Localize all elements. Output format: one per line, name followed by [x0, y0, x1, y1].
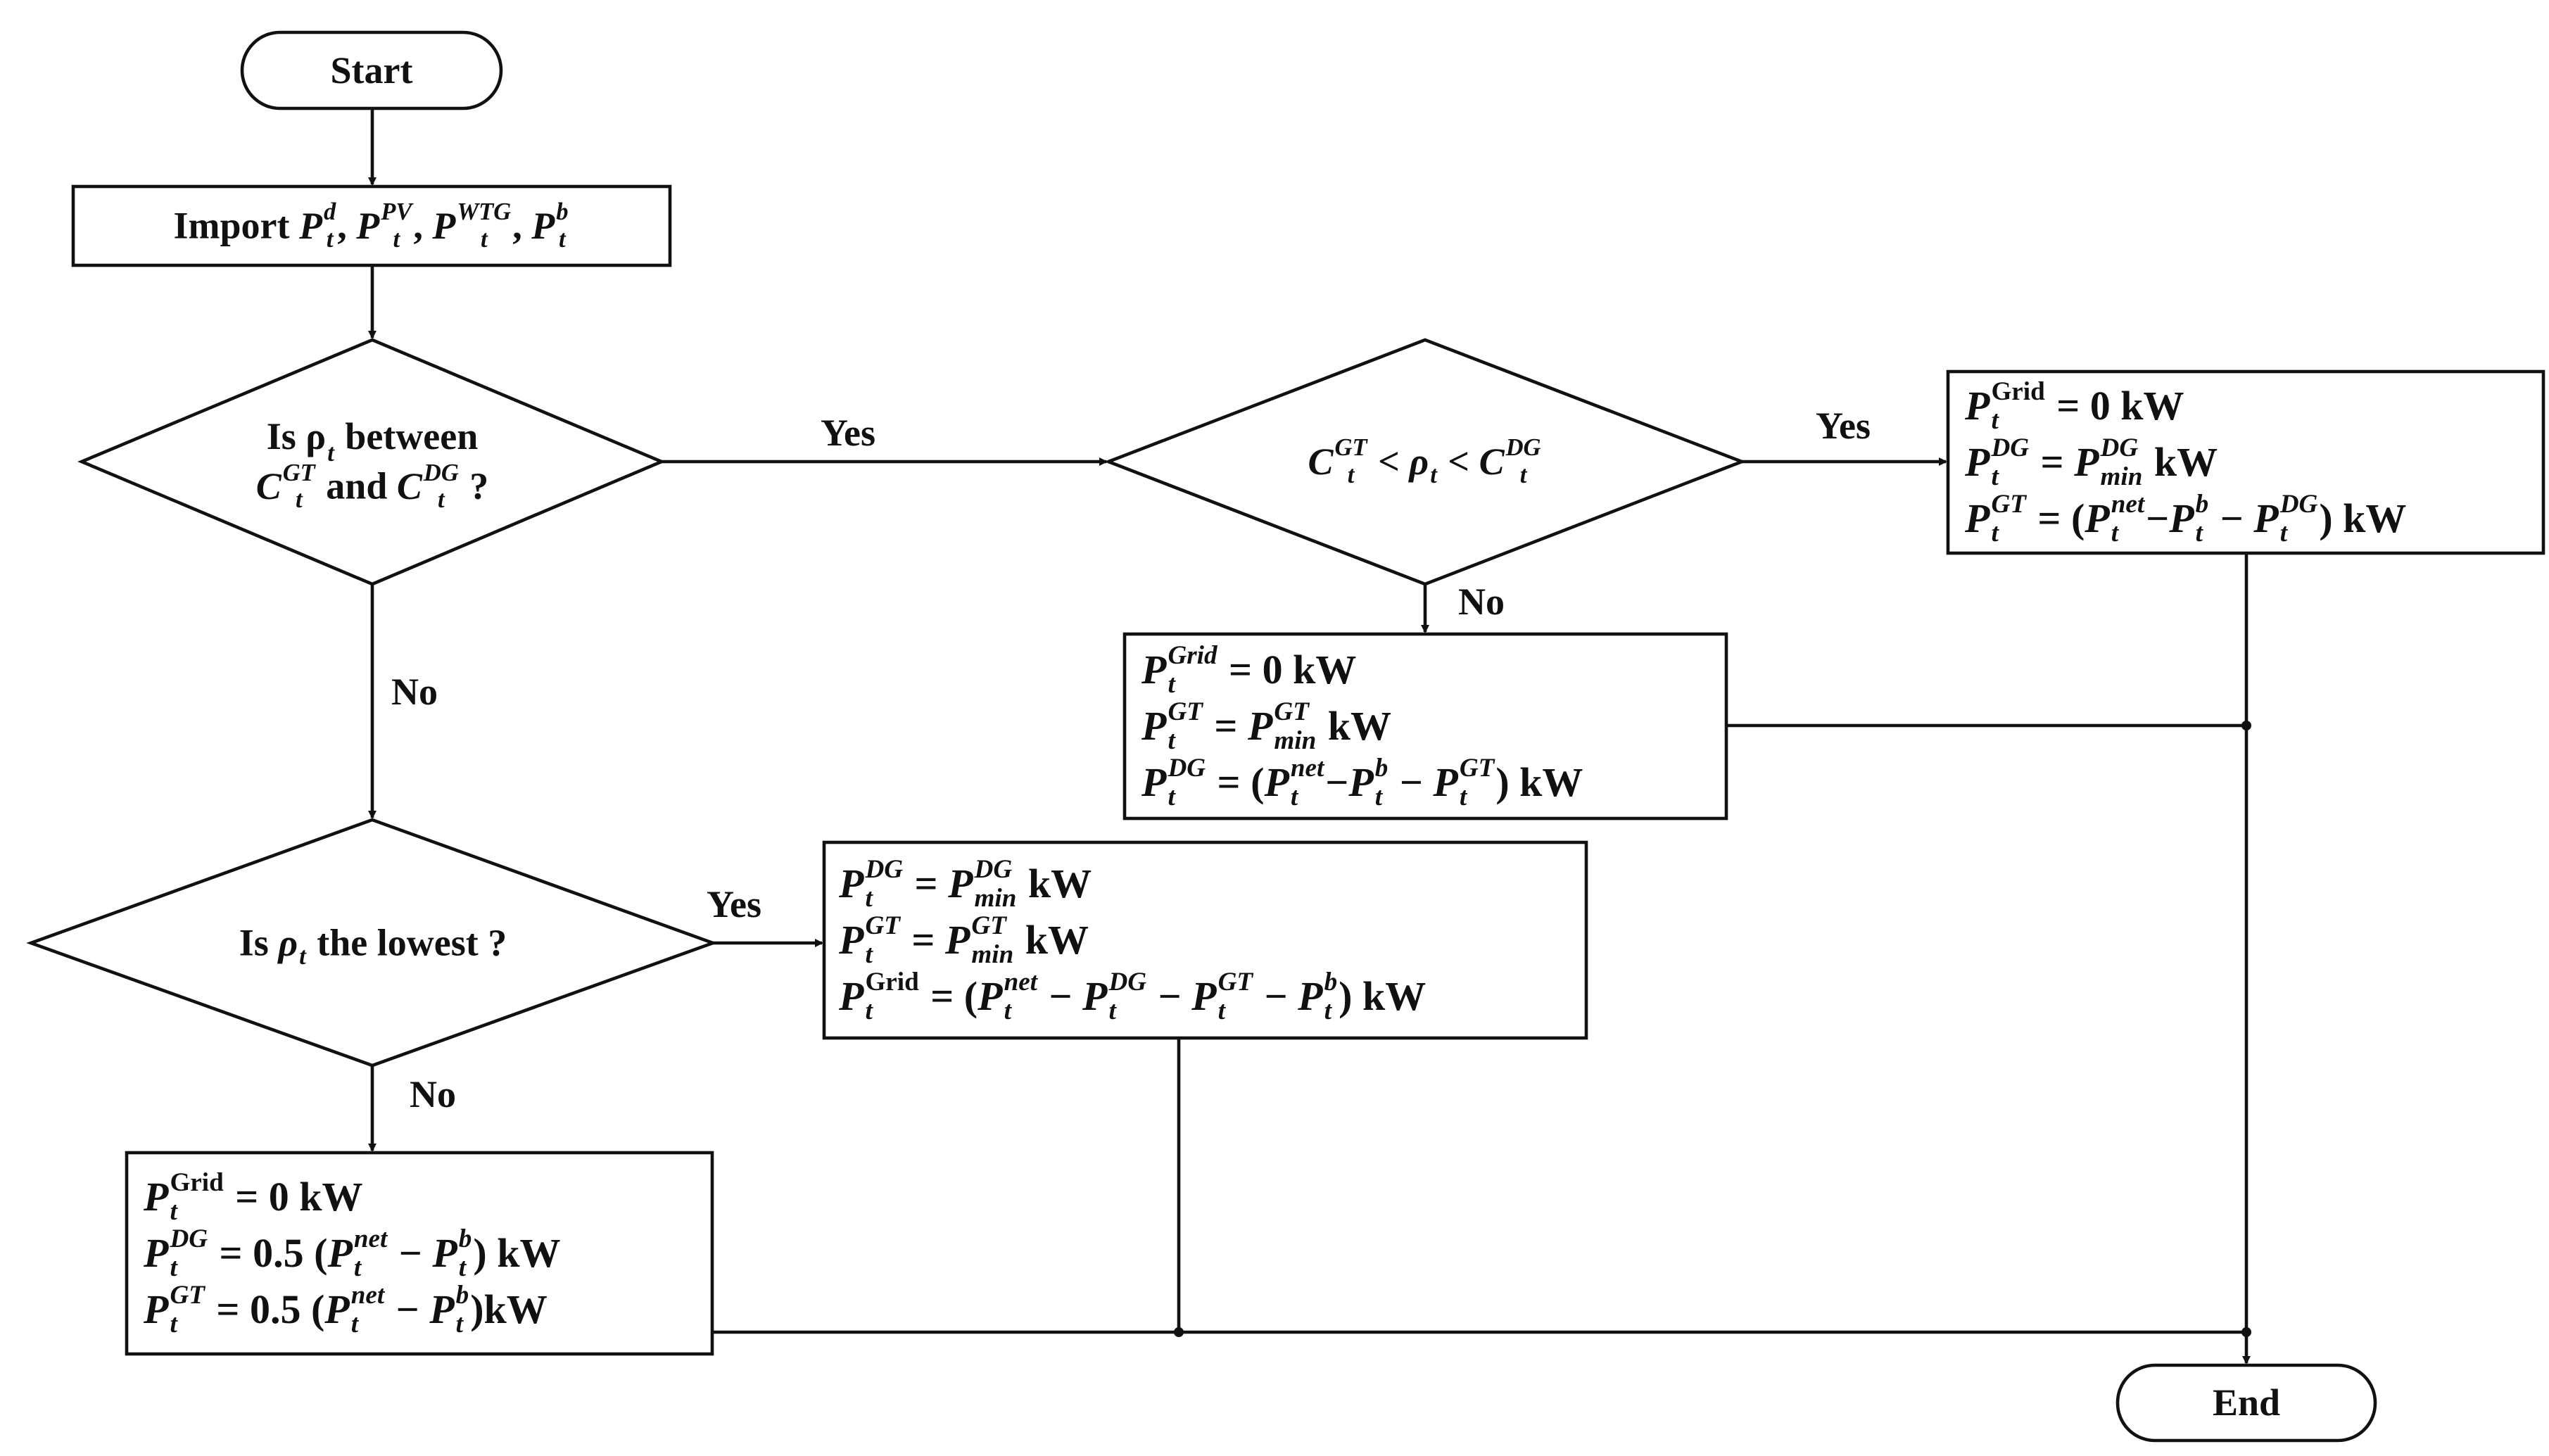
import-box: [71, 184, 672, 267]
result-box-lowest-yes: [822, 840, 1588, 1040]
decision-lowest-text: Is ρ​t the lowest ?: [141, 904, 605, 982]
label-decision2-yes: Yes: [1816, 405, 1871, 447]
import-prefix: Import: [173, 204, 290, 247]
junction-dot: [1174, 1327, 1184, 1337]
result-box-range-no: [1122, 632, 1728, 821]
result-box-range-yes: [1946, 369, 2545, 555]
start-text: Start: [330, 49, 413, 91]
label-decision3-no: No: [410, 1073, 456, 1115]
decision1-line1: Is ρ​t between: [266, 414, 479, 467]
label-decision1-yes: Yes: [821, 412, 875, 454]
label-decision1-no: No: [391, 671, 438, 713]
junction-dot: [2241, 721, 2251, 730]
decision3-line: Is ρ​t the lowest ?: [239, 921, 507, 970]
label-decision3-yes: Yes: [707, 883, 761, 925]
end-text: End: [2212, 1381, 2281, 1424]
label-decision2-no: No: [1458, 581, 1505, 623]
result-box-lowest-no: [125, 1151, 714, 1356]
end-label: End: [2118, 1365, 2375, 1441]
end-terminal: [2115, 1363, 2377, 1443]
start-label: Start: [242, 32, 501, 108]
junction-dot: [2241, 1327, 2251, 1337]
